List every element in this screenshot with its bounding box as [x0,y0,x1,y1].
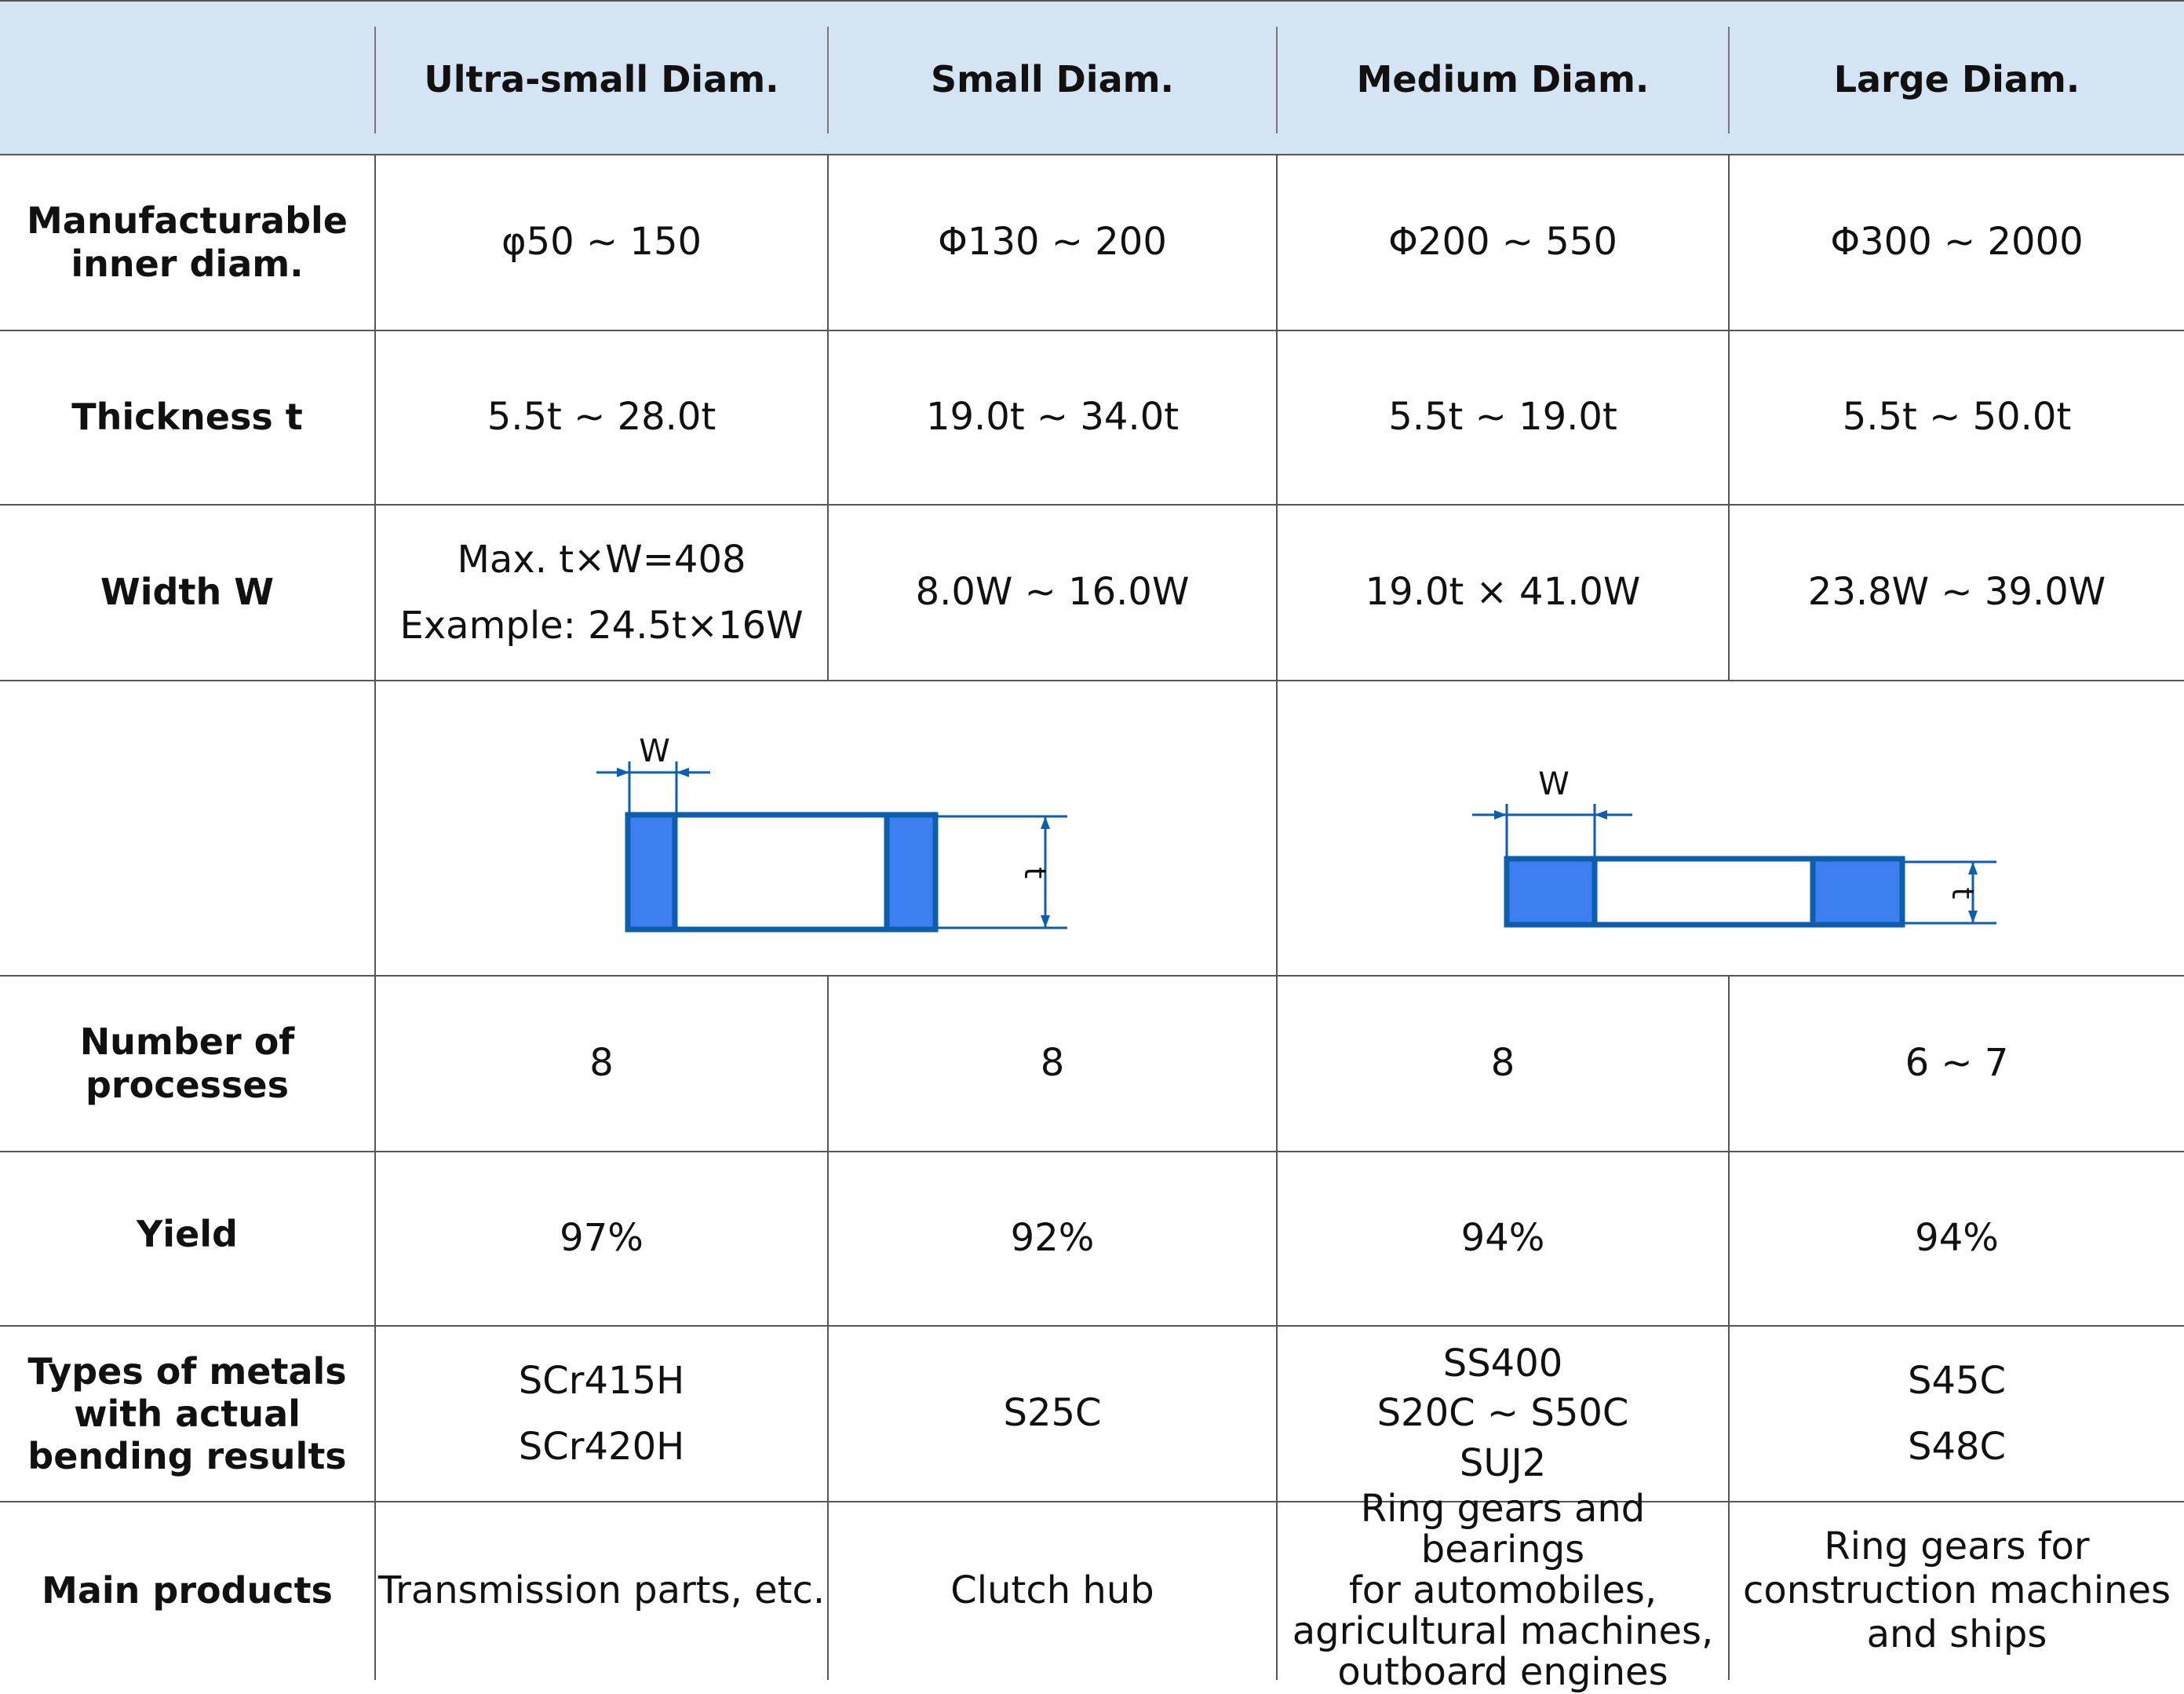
label-line: Manufacturable [27,199,348,242]
metal-item: SCr415H [518,1359,685,1403]
metal-item: S20C ~ S50C [1376,1391,1629,1436]
product-line: for automobiles, [1348,1568,1657,1613]
metal-item: SCr420H [518,1425,685,1469]
ring-section [1504,856,1905,928]
column-header-ultra-small: Ultra-small Diam. [424,58,779,100]
label-line: with actual [74,1392,301,1435]
width-dimension: W [1472,766,1632,857]
products-small: Clutch hub [950,1568,1154,1613]
column-divider [374,155,376,1680]
yield-small: 92% [1010,1216,1095,1261]
metals-small: S25C [1003,1391,1102,1436]
inner-diam-small: Φ130 ~ 200 [938,220,1167,265]
product-line: outboard engines [1337,1649,1668,1694]
yield-large: 94% [1915,1216,1999,1261]
row-processes [0,977,2184,1152]
width-symbol: W [1538,766,1570,802]
header-divider [1276,27,1278,133]
cross-section-diagram-wide: W t [1472,766,1996,928]
row-diagram [0,681,2184,977]
products-medium: Ring gears and bearings for automobiles,… [1278,1489,1728,1692]
thickness-small: 19.0t ~ 34.0t [925,395,1180,440]
processes-ultra-small: 8 [589,1041,614,1086]
thickness-symbol: t [1018,867,1052,879]
inner-diam-medium: Φ200 ~ 550 [1388,220,1617,265]
column-header-large: Large Diam. [1833,58,2080,100]
row-thickness [0,331,2184,506]
thickness-dimension: t [1902,860,1996,925]
header-divider [1728,27,1730,133]
metal-item: S45C [1907,1359,2007,1403]
width-symbol: W [639,733,670,769]
product-line: agricultural machines, [1292,1608,1714,1653]
metal-item: SUJ2 [1459,1440,1547,1485]
row-inner-diam [0,155,2184,331]
width-dimension: W [596,733,710,815]
product-line: Ring gears for [1824,1524,2090,1569]
header-divider [827,27,829,133]
products-ultra-small: Transmission parts, etc. [377,1568,826,1613]
width-small: 8.0W ~ 16.0W [915,570,1190,615]
product-line: and ships [1866,1612,2047,1656]
thickness-ultra-small: 5.5t ~ 28.0t [487,395,716,440]
metal-item: S48C [1907,1425,2007,1469]
column-divider [827,977,829,1680]
width-example-text: Example: 24.5t×16W [399,604,804,648]
processes-small: 8 [1040,1041,1065,1086]
label-line: Types of metals [27,1349,347,1393]
metals-large: S45C S48C [1730,1327,2184,1501]
cross-section-diagram-narrow: W t [596,733,1067,933]
product-line: Ring gears and bearings [1360,1487,1646,1572]
column-header-small: Small Diam. [930,58,1175,100]
row-yield [0,1152,2184,1327]
metals-medium: SS400 S20C ~ S50C SUJ2 [1278,1327,1728,1501]
yield-medium: 94% [1460,1216,1545,1261]
column-divider [827,155,829,681]
yield-ultra-small: 97% [560,1216,644,1261]
label-line: bending results [27,1435,347,1478]
products-large: Ring gears for construction machines and… [1730,1502,2184,1680]
column-header-medium: Medium Diam. [1356,58,1650,100]
metals-ultra-small: SCr415H SCr420H [376,1327,827,1501]
row-label-metals: Types of metals with actual bending resu… [0,1327,374,1501]
table-header: Ultra-small Diam. Small Diam. Medium Dia… [0,0,2184,155]
row-label-thickness: Thickness t [71,396,303,439]
row-label-width: Width W [100,571,274,614]
product-line: construction machines [1742,1568,2171,1613]
width-ultra-small: Max. t×W=408 Example: 24.5t×16W [376,506,827,680]
inner-diam-ultra-small: φ50 ~ 150 [501,220,702,265]
thickness-large: 5.5t ~ 50.0t [1842,395,2072,440]
width-large: 23.8W ~ 39.0W [1807,570,2106,615]
column-divider [1728,977,1730,1680]
row-label-products: Main products [42,1569,333,1612]
width-medium: 19.0t × 41.0W [1365,570,1641,615]
thickness-dimension: t [935,815,1067,929]
row-label-processes: Number of processes [0,977,374,1151]
thickness-symbol: t [1945,888,1980,900]
processes-large: 6 ~ 7 [1905,1041,2009,1086]
row-metals [0,1327,2184,1502]
label-line: inner diam. [71,243,304,285]
label-line: processes [85,1064,290,1106]
inner-diam-large: Φ300 ~ 2000 [1830,220,2084,265]
column-divider [1276,155,1278,1680]
column-divider [1728,155,1730,681]
processes-medium: 8 [1490,1041,1515,1086]
row-label-yield: Yield [137,1213,238,1256]
ring-section [625,812,939,933]
row-width [0,506,2184,681]
label-line: Number of [79,1020,295,1063]
metal-item: SS400 [1442,1341,1563,1386]
thickness-medium: 5.5t ~ 19.0t [1388,395,1617,440]
header-divider [374,27,376,133]
width-max-text: Max. t×W=408 [457,538,746,582]
row-label-inner-diam: Manufacturable inner diam. [0,155,374,330]
